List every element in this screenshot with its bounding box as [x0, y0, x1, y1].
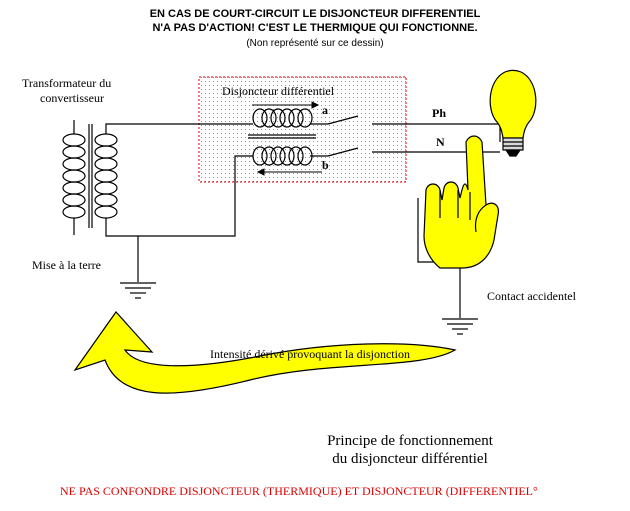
- neutral-label: N: [436, 135, 445, 149]
- coil-b-label: b: [322, 158, 329, 172]
- earth-symbol-left: [120, 282, 156, 299]
- current-label: Intensité dérivé provoquant la disjoncti…: [210, 347, 410, 361]
- transformer-core: [88, 124, 93, 228]
- coil-direction-arrows: [252, 101, 322, 176]
- warning-text: NE PAS CONFONDRE DISJONCTEUR (THERMIQUE)…: [60, 484, 538, 498]
- coil-a: [252, 108, 313, 128]
- header-line-1: EN CAS DE COURT-CIRCUIT LE DISJONCTEUR D…: [149, 8, 481, 20]
- header-line-2: N'A PAS D'ACTION! C'EST LE THERMIQUE QUI…: [152, 22, 478, 34]
- earth-label: Mise à la terre: [32, 258, 101, 272]
- transformer-label-line-2: convertisseur: [40, 91, 104, 105]
- leakage-current-arrow: [73, 311, 457, 394]
- coil-core: [248, 134, 316, 139]
- light-bulb-icon: [489, 69, 537, 157]
- earth-symbol-right: [442, 318, 478, 335]
- transformer-secondary-coil: [94, 133, 118, 219]
- header-line-3: (Non représenté sur ce dessin): [246, 38, 384, 49]
- coil-a-label: a: [322, 103, 328, 117]
- hand-icon: [423, 135, 499, 269]
- transformer-primary-coil: [62, 120, 86, 235]
- phase-label: Ph: [432, 106, 447, 120]
- contact-label: Contact accidentel: [487, 289, 576, 303]
- caption-line-2: du disjoncteur différentiel: [332, 451, 488, 467]
- transformer-label-line-1: Transformateur du: [22, 76, 112, 90]
- breaker-label: Disjoncteur différentiel: [222, 84, 335, 98]
- caption-line-1: Principe de fonctionnement: [327, 433, 493, 449]
- circuit-wires: [105, 115, 501, 318]
- coil-b: [252, 146, 313, 166]
